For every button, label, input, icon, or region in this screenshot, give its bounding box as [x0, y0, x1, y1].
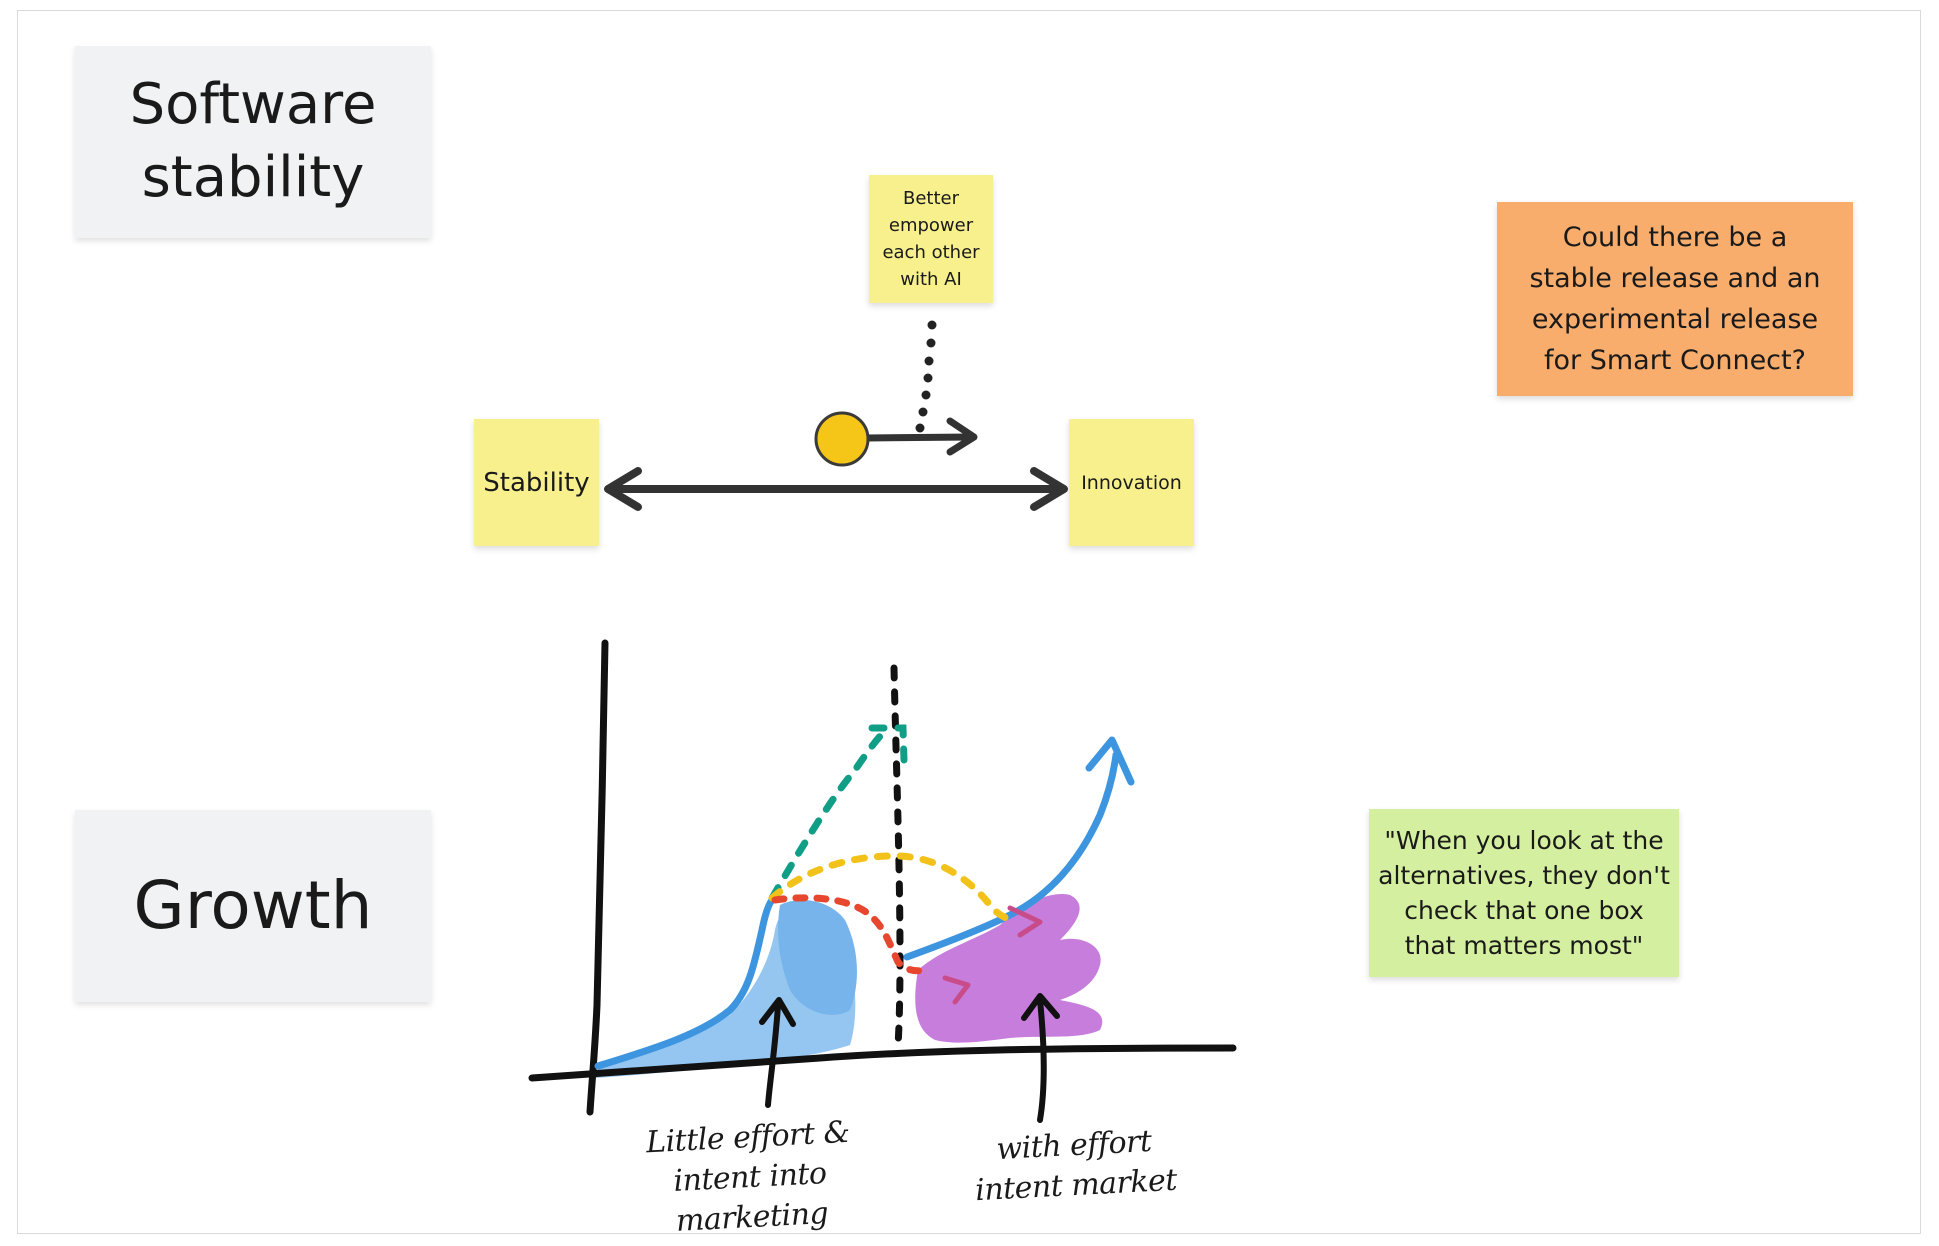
sticky-question[interactable]: Could there be a stable release and an e…	[1497, 202, 1853, 396]
title-software-stability[interactable]: Software stability	[75, 46, 431, 238]
handwriting-left-line2: intent into marketing	[672, 1156, 830, 1239]
sticky-quote-line3: check that one box	[1404, 896, 1644, 925]
title-growth[interactable]: Growth	[75, 810, 431, 1002]
title-growth-label: Growth	[133, 867, 373, 945]
title-software-line2: stability	[141, 145, 365, 210]
sticky-question-line1: Could there be a	[1562, 222, 1788, 253]
sticky-quote-line1: "When you look at the	[1384, 826, 1664, 855]
sticky-question-line2: stable release and an	[1529, 263, 1821, 294]
sticky-empower-line1: Better	[902, 188, 959, 209]
sticky-innovation[interactable]: Innovation	[1069, 419, 1194, 546]
sticky-stability[interactable]: Stability	[474, 419, 599, 546]
handwriting-with-effort[interactable]: with effort intent market	[943, 1119, 1207, 1212]
sticky-question-line3: experimental release	[1531, 304, 1819, 335]
sticky-stability-label: Stability	[483, 467, 590, 498]
handwriting-little-effort[interactable]: Little effort & intent into marketing	[602, 1110, 898, 1245]
sticky-quote-line4: that matters most"	[1404, 931, 1644, 960]
sticky-better-empower[interactable]: Better empower each other with AI	[869, 175, 993, 303]
sticky-empower-line4: with AI	[900, 269, 962, 290]
sticky-quote-line2: alternatives, they don't	[1378, 861, 1670, 890]
sticky-question-line4: for Smart Connect?	[1544, 345, 1806, 376]
title-software-line1: Software	[129, 72, 377, 138]
sticky-innovation-label: Innovation	[1081, 471, 1182, 494]
sticky-empower-line3: each other	[882, 242, 980, 263]
sticky-quote[interactable]: "When you look at the alternatives, they…	[1369, 809, 1679, 977]
sticky-empower-line2: empower	[888, 215, 974, 236]
